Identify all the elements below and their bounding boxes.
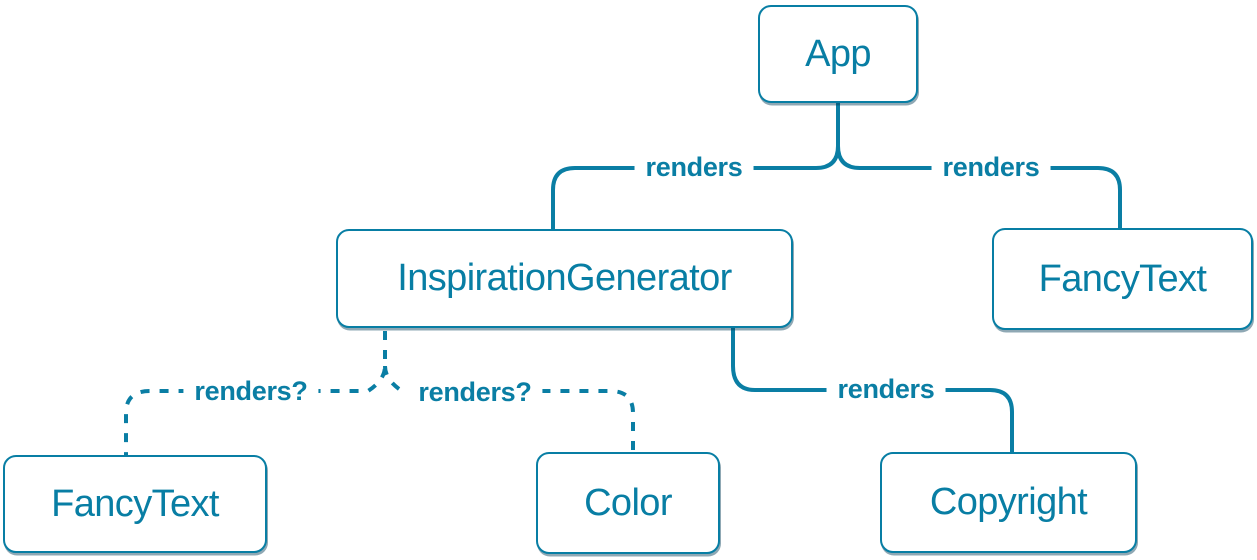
edge-inspirationgenerator-to-color [383, 365, 635, 452]
node-label: Copyright [929, 481, 1088, 523]
node-copyright: Copyright [880, 452, 1137, 553]
edge-label-app-to-fancytext: renders [931, 152, 1051, 183]
node-fancy-text-bottom: FancyText [3, 455, 267, 553]
edge-label-inspirationgenerator-to-copyright: renders [826, 374, 946, 405]
edge-label-inspirationgenerator-to-fancytext: renders? [183, 376, 319, 407]
node-color: Color [536, 452, 720, 554]
node-label: InspirationGenerator [397, 257, 732, 299]
node-inspiration-generator: InspirationGenerator [336, 229, 793, 328]
edge-label-app-to-inspirationgenerator: renders [634, 152, 754, 183]
edge-label-inspirationgenerator-to-color: renders? [407, 377, 543, 408]
node-label: FancyText [1038, 257, 1207, 300]
node-app: App [758, 5, 918, 103]
node-label: Color [584, 481, 672, 524]
node-label: App [805, 32, 871, 75]
node-fancy-text-top: FancyText [992, 228, 1253, 330]
node-label: FancyText [51, 482, 219, 525]
